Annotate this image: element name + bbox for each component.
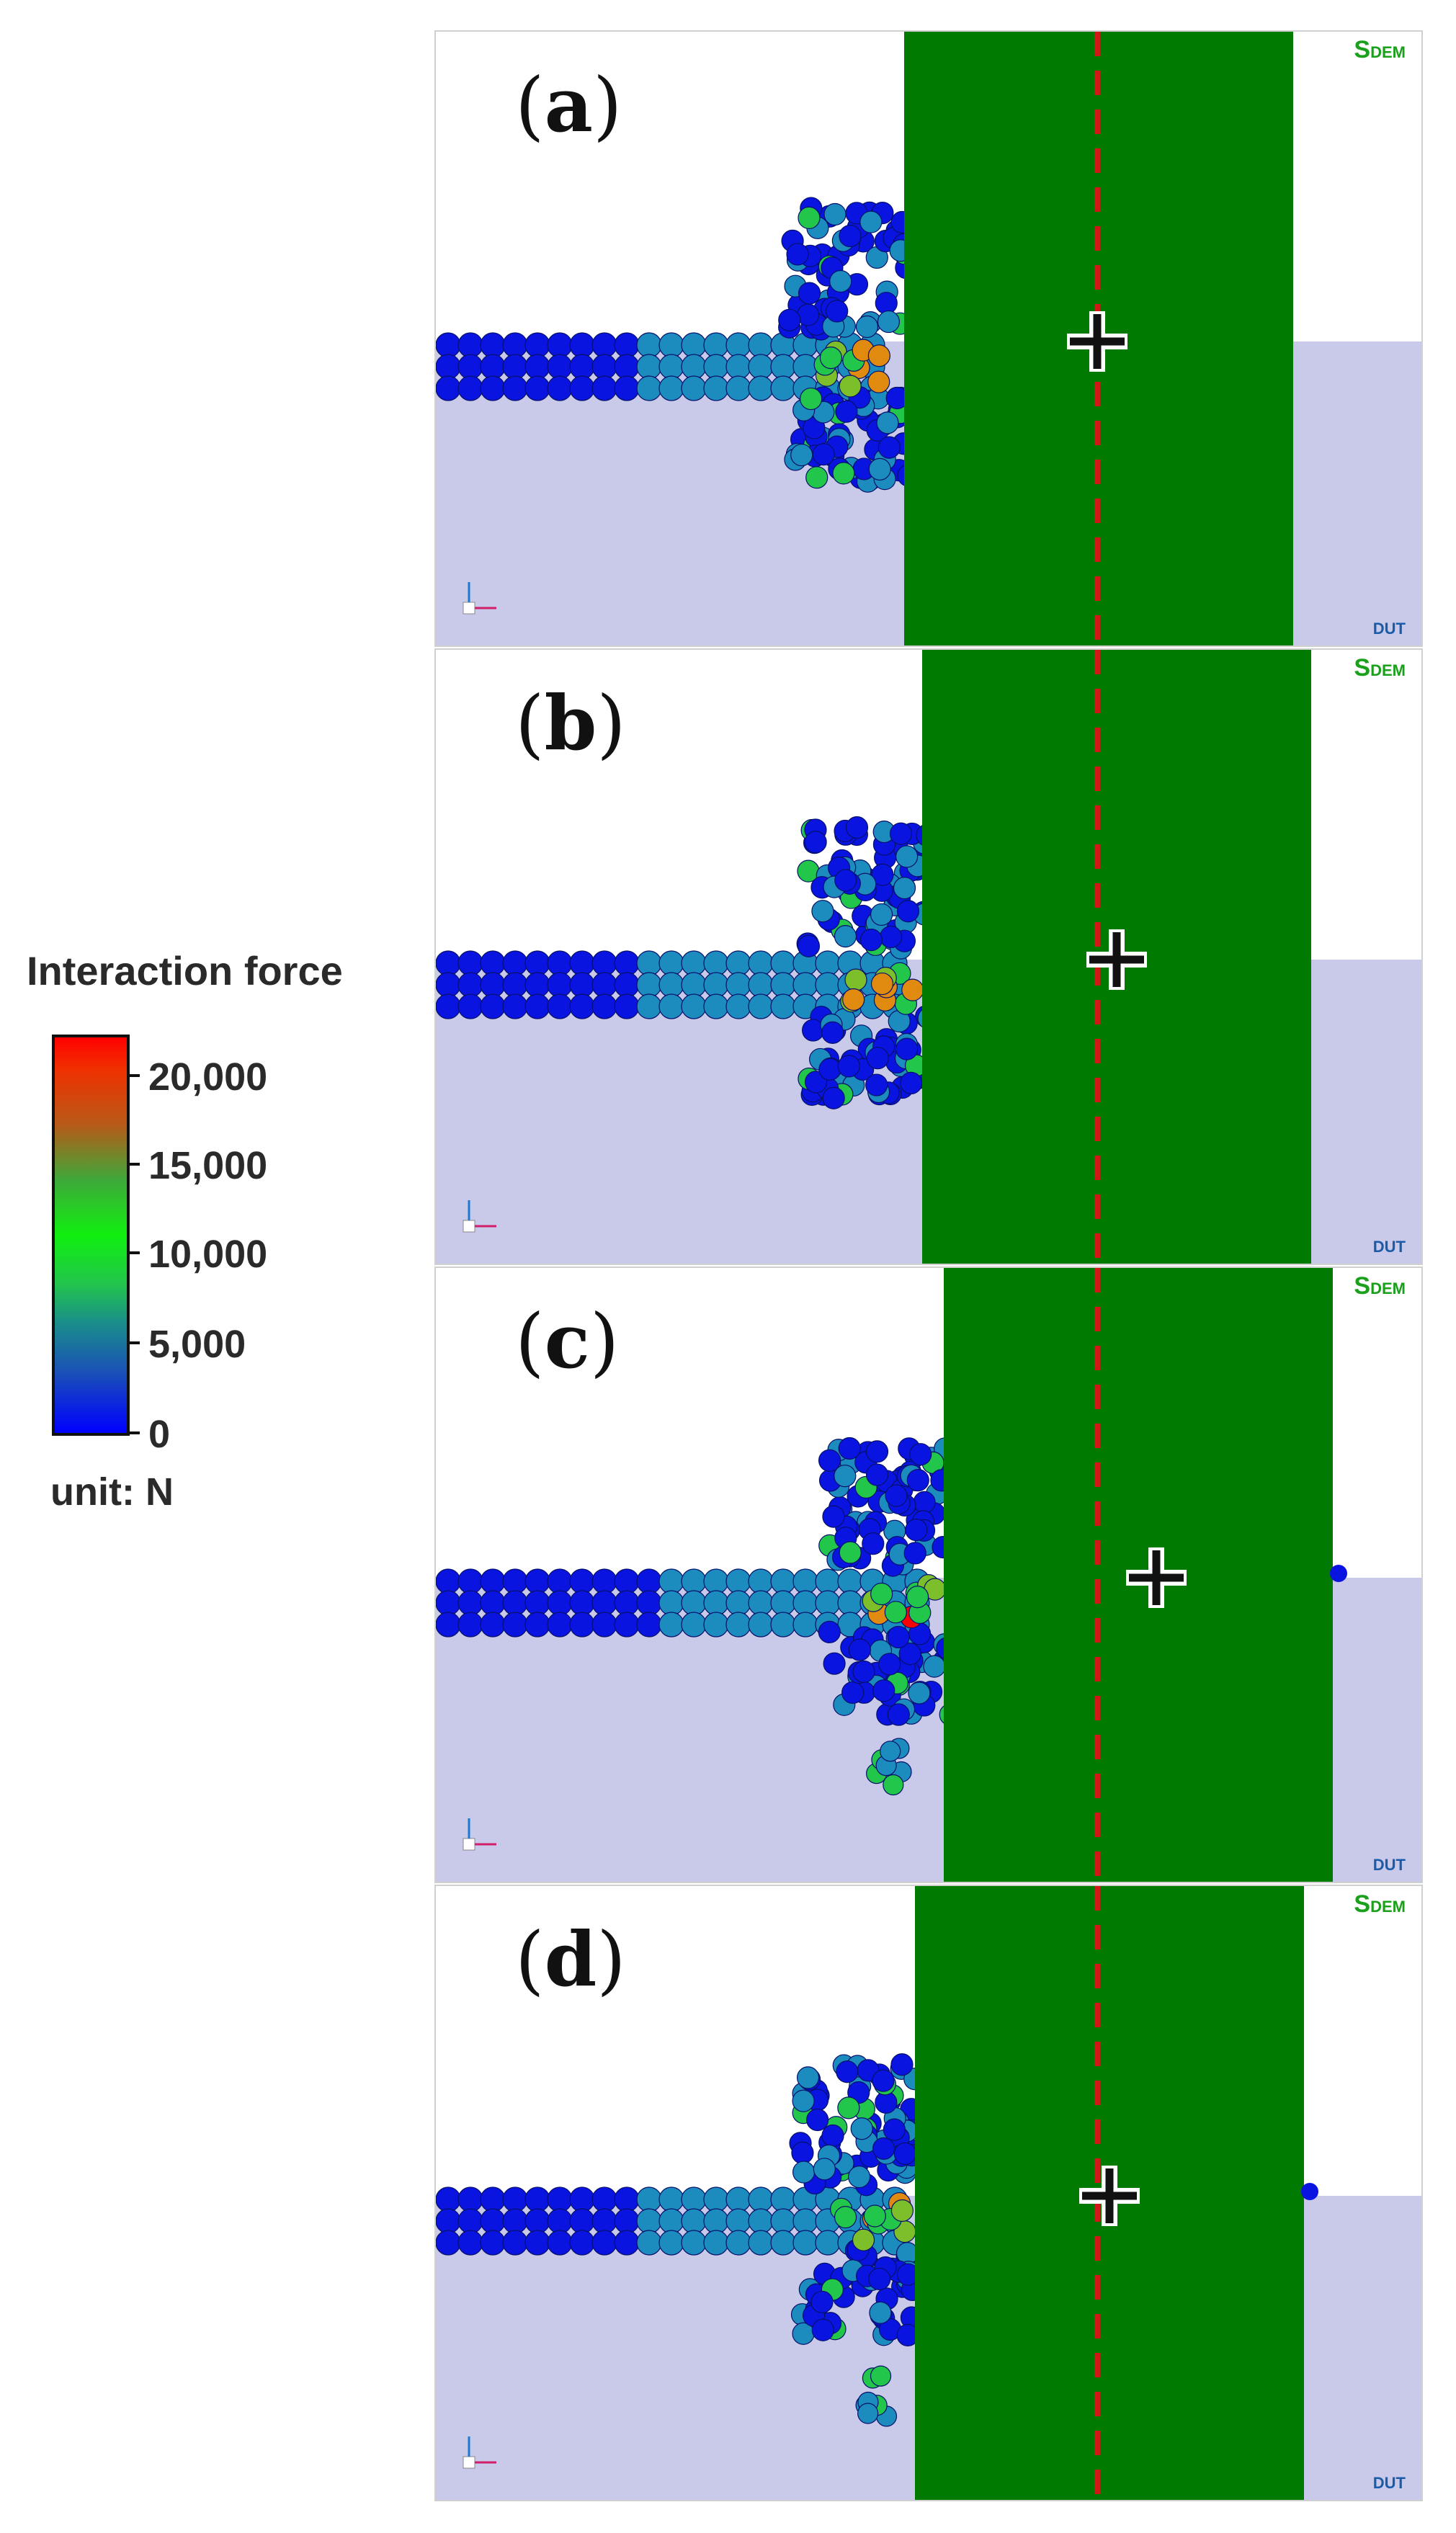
- seabed-right: [1333, 1578, 1421, 1882]
- simulation-view-d: [436, 1886, 1421, 2500]
- simulation-view-c: [436, 1268, 1421, 1882]
- simulation-view-b: [436, 650, 1421, 1264]
- dut-watermark: DUT: [1372, 1856, 1406, 1874]
- colorbar-label-10000: 10,000: [148, 1233, 268, 1276]
- colorbar-label-15000: 15,000: [148, 1144, 268, 1187]
- rubble-pile: [789, 2053, 934, 2427]
- axis-triad: [463, 1818, 496, 1851]
- panel-d: (d) SDEM DUT: [434, 1885, 1423, 2501]
- ice-sheet: [436, 1568, 930, 1638]
- panel-a: (a) SDEM DUT: [434, 30, 1423, 647]
- centroid-marker: [1126, 1547, 1187, 1608]
- dut-watermark: DUT: [1372, 620, 1406, 638]
- sdem-logo: SDEM: [1354, 1890, 1406, 1918]
- ice-sheet: [436, 950, 908, 1019]
- panel-label-b: (b): [515, 679, 626, 767]
- colorbar-tick: [127, 1431, 140, 1434]
- unit-label: unit: N: [50, 1470, 174, 1514]
- colorbar-label-0: 0: [148, 1413, 171, 1456]
- axis-triad: [463, 582, 496, 615]
- loose-particle: [1330, 1565, 1347, 1582]
- panel-c: (c) SDEM DUT: [434, 1266, 1423, 1883]
- colorbar-tick: [127, 1251, 140, 1254]
- seabed-right: [1304, 2196, 1421, 2500]
- simulation-view-a: [436, 32, 1421, 645]
- axis-triad: [463, 1200, 496, 1233]
- colorbar-tick: [127, 1163, 140, 1166]
- colorbar-tick: [127, 1074, 140, 1077]
- rubble-pile: [818, 1437, 962, 1796]
- sdem-logo: SDEM: [1354, 654, 1406, 682]
- dut-watermark: DUT: [1372, 2474, 1406, 2492]
- colorbar-label-5000: 5,000: [148, 1323, 246, 1366]
- axis-triad: [463, 2436, 496, 2469]
- panel-label-d: (d): [515, 1915, 626, 2003]
- dut-watermark: DUT: [1372, 1238, 1406, 1256]
- rubble-pile: [796, 816, 940, 1109]
- loose-particle: [1301, 2183, 1318, 2200]
- panel-label-a: (a): [515, 61, 622, 149]
- sdem-logo: SDEM: [1354, 36, 1406, 63]
- seabed-right: [1293, 341, 1421, 645]
- seabed-right: [1311, 960, 1421, 1264]
- centroid-marker: [1086, 929, 1147, 990]
- colorbar-label-20000: 20,000: [148, 1055, 268, 1099]
- panel-label-c: (c): [515, 1297, 620, 1385]
- legend-title: Interaction force: [27, 948, 343, 993]
- panel-b: (b) SDEM DUT: [434, 648, 1423, 1265]
- centroid-marker: [1067, 311, 1127, 372]
- colorbar-tick: [127, 1341, 140, 1344]
- rubble-pile: [778, 197, 920, 493]
- colorbar: [52, 1035, 130, 1436]
- centroid-marker: [1079, 2166, 1140, 2226]
- sdem-logo: SDEM: [1354, 1272, 1406, 1300]
